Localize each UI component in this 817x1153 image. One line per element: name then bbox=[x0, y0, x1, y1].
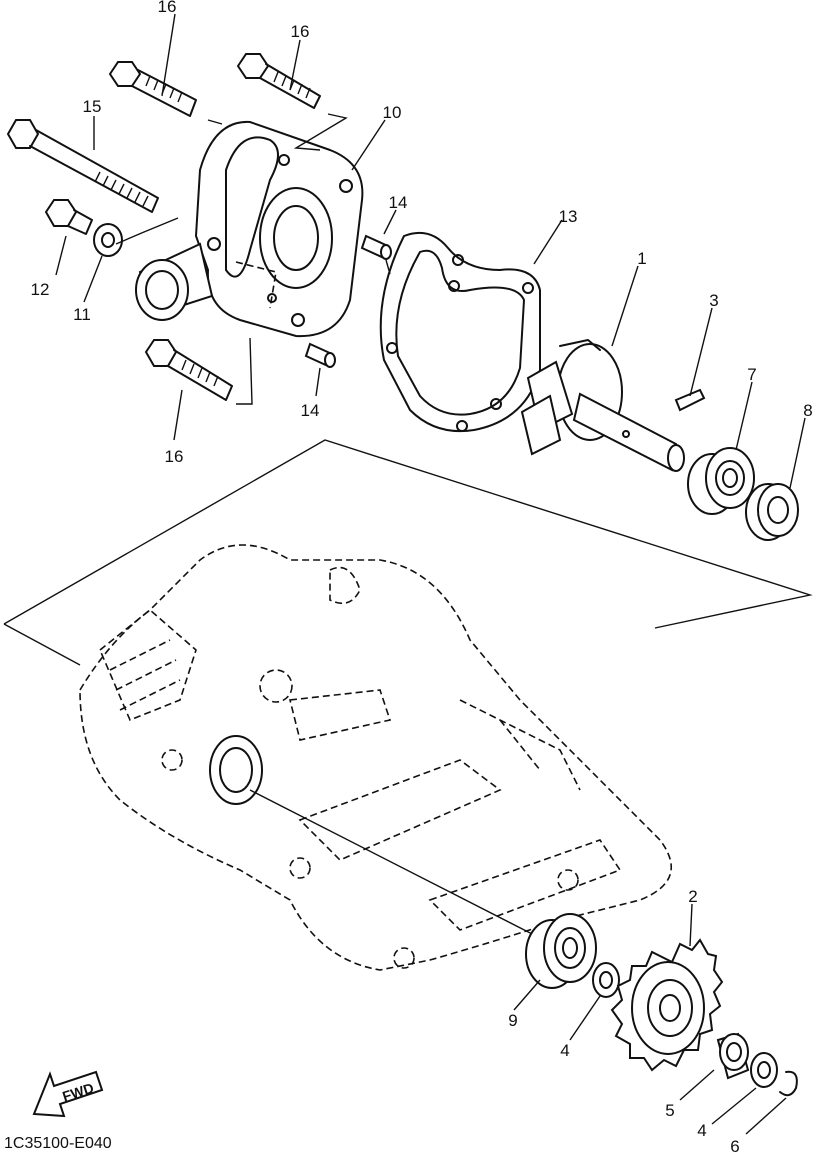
shaft-axis-line bbox=[249, 789, 541, 939]
callout-1: 1 bbox=[637, 249, 646, 268]
bearing-9 bbox=[525, 913, 597, 989]
oil-seal-8 bbox=[745, 483, 799, 541]
callout-14-upper: 14 bbox=[389, 193, 408, 212]
dowel-pin-14-lower bbox=[304, 342, 336, 368]
callout-16-upper-right: 16 bbox=[291, 22, 310, 41]
dowel-pin-14-upper bbox=[360, 234, 392, 260]
collar-5 bbox=[716, 1032, 750, 1080]
impeller-drive-gear-2 bbox=[610, 938, 724, 1072]
gasket-13 bbox=[379, 232, 541, 433]
callout-2: 2 bbox=[688, 887, 697, 906]
callout-13: 13 bbox=[559, 207, 578, 226]
washer-4-second bbox=[750, 1052, 778, 1088]
explode-frame-left-edge bbox=[3, 623, 81, 666]
callout-10: 10 bbox=[383, 103, 402, 122]
bolt-16-upper-right bbox=[236, 53, 321, 109]
callout-14-lower: 14 bbox=[301, 401, 320, 420]
long-bolt-15 bbox=[6, 119, 159, 213]
callout-4-first: 4 bbox=[560, 1041, 569, 1060]
leader-lines bbox=[55, 13, 806, 1135]
pin-3 bbox=[674, 388, 706, 412]
callout-9: 9 bbox=[508, 1011, 517, 1030]
bolt-16-upper-left bbox=[108, 61, 197, 117]
bolt-12 bbox=[44, 199, 93, 235]
bearing-7 bbox=[687, 447, 755, 515]
callout-7: 7 bbox=[747, 365, 756, 384]
callout-labels: 16 16 10 15 14 13 12 11 1 3 7 8 14 16 2 … bbox=[31, 0, 813, 1153]
callout-5: 5 bbox=[665, 1101, 674, 1120]
callout-4-second: 4 bbox=[697, 1121, 706, 1140]
circlip-6 bbox=[779, 1070, 798, 1097]
diagram-code: 1C35100-E040 bbox=[4, 1135, 112, 1152]
impeller-shaft-1 bbox=[520, 339, 685, 472]
washer-4-first bbox=[592, 962, 620, 998]
callout-12: 12 bbox=[31, 280, 50, 299]
callout-8: 8 bbox=[803, 401, 812, 420]
fwd-arrow-icon: FWD bbox=[32, 1070, 104, 1118]
callout-16-lower: 16 bbox=[165, 447, 184, 466]
callout-11: 11 bbox=[73, 305, 91, 324]
callout-15: 15 bbox=[83, 97, 102, 116]
pump-cover-10 bbox=[135, 120, 364, 338]
explode-frame-outline bbox=[3, 439, 813, 629]
bolt-16-lower bbox=[144, 339, 233, 401]
crankcase-outline bbox=[79, 544, 672, 971]
washer-11 bbox=[93, 223, 123, 257]
callout-3: 3 bbox=[709, 291, 718, 310]
callout-6: 6 bbox=[730, 1137, 739, 1153]
callout-16-upper-left: 16 bbox=[158, 0, 177, 16]
